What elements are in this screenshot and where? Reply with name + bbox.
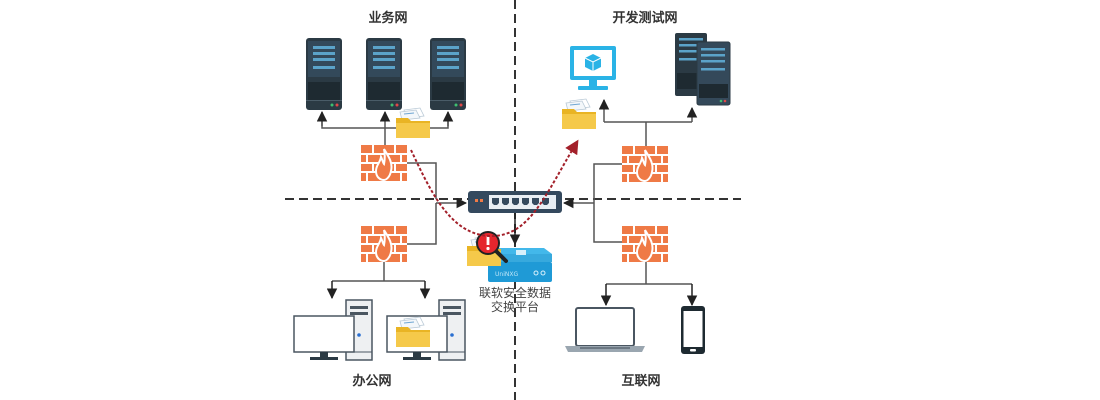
connector-line <box>407 162 437 199</box>
security-exchange-platform-icon: UniNXG <box>488 248 552 282</box>
alert-magnifier-icon <box>476 231 508 263</box>
firewall-icon <box>621 145 669 183</box>
firewall-icon <box>621 225 669 263</box>
monitor-icon <box>570 46 616 90</box>
zone-label-business: 业务网 <box>368 10 407 26</box>
zone-label-internet: 互联网 <box>621 374 660 389</box>
zone-label-office: 办公网 <box>352 373 391 389</box>
desktop-computer-icon <box>293 299 373 361</box>
firewall-icon <box>360 144 408 182</box>
connector-line <box>407 203 437 245</box>
platform-label-line1: 联软安全数据 <box>479 285 551 300</box>
connector-line <box>593 163 622 243</box>
network-switch-icon <box>468 191 562 213</box>
folder-icon <box>395 107 431 139</box>
smartphone-icon <box>681 306 705 354</box>
platform-label-line2: 交换平台 <box>491 299 539 314</box>
platform-brand: UniNXG <box>495 271 518 278</box>
zone-label-devtest: 开发测试网 <box>612 10 677 26</box>
server-icon <box>675 33 731 106</box>
laptop-icon <box>565 307 645 352</box>
folder-icon <box>561 98 597 130</box>
firewall-icon <box>360 225 408 263</box>
server-icon <box>306 38 342 110</box>
server-icon <box>430 38 466 110</box>
data-flow-path <box>410 139 579 238</box>
server-icon <box>366 38 402 110</box>
